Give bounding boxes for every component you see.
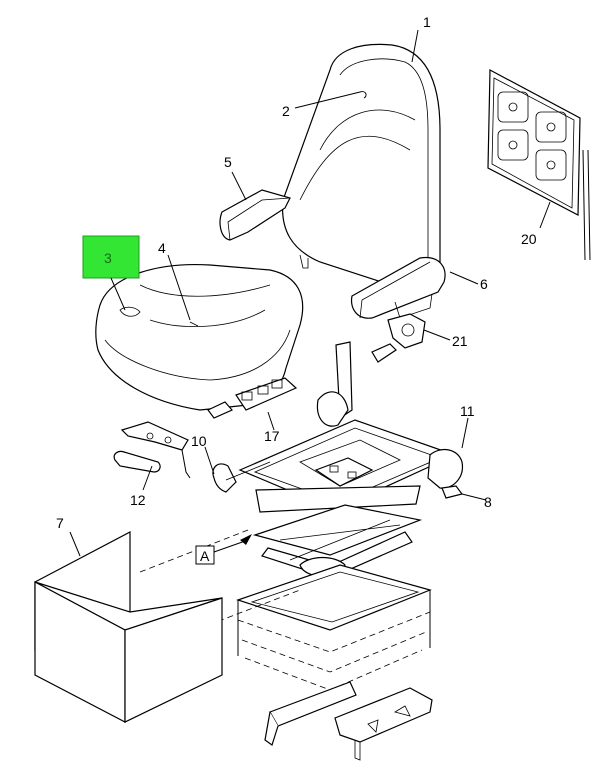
shipping-carton[interactable]: [34, 531, 223, 723]
highlight-box[interactable]: [82, 235, 140, 279]
seat-frame[interactable]: [212, 341, 464, 513]
callout-4: 4: [158, 240, 166, 256]
view-marker-box: [195, 545, 215, 565]
callout-20: 20: [521, 231, 537, 247]
carton-guide-line: [139, 529, 249, 573]
callout-21: 21: [452, 333, 468, 349]
callout-7: 7: [56, 515, 64, 531]
callout-1: 1: [423, 14, 431, 30]
view-marker-label: A: [200, 548, 210, 564]
mounting-brackets[interactable]: [264, 681, 433, 761]
base-plate[interactable]: [236, 564, 432, 691]
scissor-suspension[interactable]: [252, 504, 423, 586]
callout-10: 10: [191, 433, 207, 449]
adjuster-handle[interactable]: [113, 421, 191, 479]
left-armrest[interactable]: [219, 189, 291, 241]
seat-back[interactable]: [281, 43, 441, 295]
view-marker-arrow: [240, 534, 252, 545]
callout-2: 2: [282, 103, 290, 119]
leader-lines: [69, 29, 551, 557]
callout-12: 12: [130, 492, 146, 508]
callout-17: 17: [264, 428, 280, 444]
lumbar-panel[interactable]: [487, 69, 591, 261]
callout-3[interactable]: 3: [104, 250, 112, 266]
callout-8: 8: [484, 494, 492, 510]
callout-5: 5: [224, 154, 232, 170]
callout-11: 11: [460, 403, 475, 419]
recliner-handle[interactable]: [371, 313, 426, 363]
switch-pad[interactable]: [207, 377, 298, 419]
callout-6: 6: [480, 276, 488, 292]
right-armrest[interactable]: [350, 256, 446, 319]
